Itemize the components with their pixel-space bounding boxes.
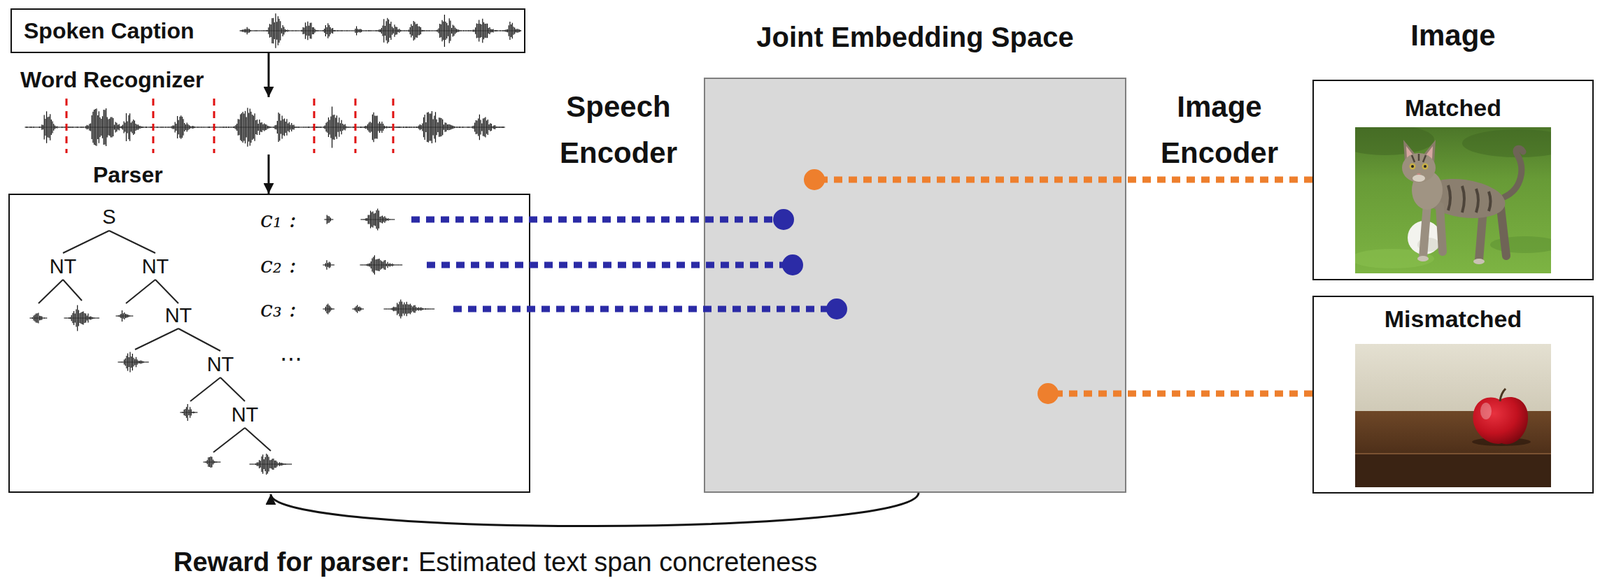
tree-branches [38, 230, 271, 453]
ellipsis: ⋯ [279, 346, 303, 373]
connector [803, 169, 1313, 191]
image-box: Mismatched [1312, 295, 1594, 494]
tree-symbol: S [102, 205, 116, 229]
image-box: Matched [1312, 79, 1594, 281]
parser-box: Parser [8, 193, 531, 494]
apple-photo [1355, 344, 1552, 488]
node-title: Matched [1404, 94, 1502, 122]
span-label: c₃ : [260, 296, 297, 323]
node-title: Mismatched [1384, 305, 1523, 334]
connector [426, 254, 804, 276]
embedding-space: Joint Embedding Space [703, 77, 1127, 494]
connector [453, 298, 848, 320]
tree-symbol: NT [231, 403, 259, 427]
reward-label: Reward for parser: [173, 547, 410, 579]
stage-label: Word Recognizer [20, 67, 205, 94]
span-label: c₂ : [260, 252, 297, 279]
connector [1037, 383, 1313, 405]
encoder-label: Image Encoder [1131, 83, 1307, 177]
encoder-label: Speech Encoder [531, 83, 706, 177]
word-boundaries [66, 98, 394, 154]
tree-symbol: NT [207, 353, 235, 377]
node-title: Joint Embedding Space [756, 20, 1074, 54]
caption-box: Spoken Caption [10, 8, 526, 54]
connector [411, 209, 795, 231]
cat-photo [1355, 127, 1552, 274]
tree-symbol: NT [49, 255, 77, 279]
connector [268, 53, 270, 194]
column-heading: Image [1410, 18, 1496, 53]
node-title: Parser [93, 162, 164, 189]
span-label: c₁ : [260, 207, 297, 233]
node-title: Spoken Caption [23, 18, 195, 45]
connector [270, 493, 919, 527]
tree-symbol: NT [142, 255, 170, 279]
reward-text: Estimated text span concreteness [418, 547, 818, 579]
tree-symbol: NT [165, 304, 193, 328]
